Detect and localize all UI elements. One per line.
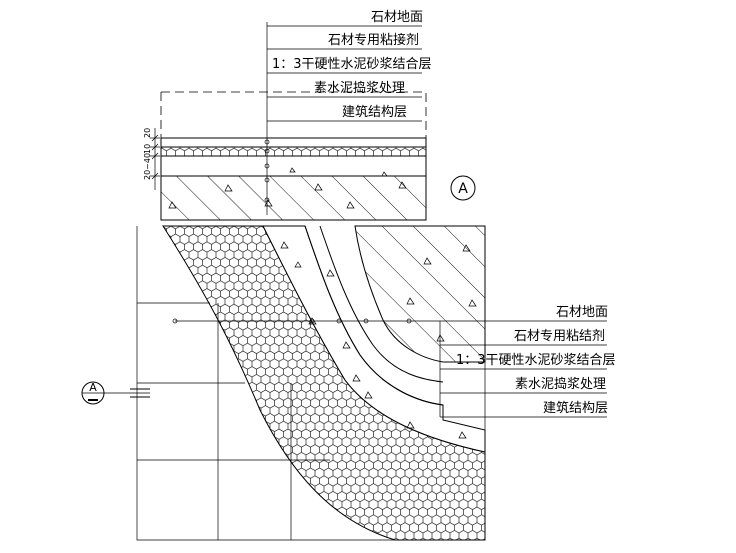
dimension-20: 20 [143, 128, 152, 138]
structure-hatched-region [354, 225, 486, 363]
enlarged-label-structure: 建筑结构层 [543, 400, 608, 416]
enlarged-label-mortar: 1：3干硬性水泥砂浆结合层 [456, 353, 616, 368]
top-floor-section: 20 10 20~40 石材地面 石材专用粘接剂 1：3干硬性水泥砂浆结合层 素… [143, 10, 476, 221]
enlarged-curved-section: 石材地面 石材专用粘结剂 1：3干硬性水泥砂浆结合层 素水泥捣浆处理 建筑结构层… [81, 225, 616, 541]
top-label-structure: 建筑结构层 [342, 104, 407, 120]
enlarged-label-adhesive: 石材专用粘结剂 [514, 329, 605, 344]
layer-boundary-2 [319, 225, 444, 383]
enlarged-leader-dots [172, 318, 412, 324]
layer-boundary-1 [304, 225, 444, 406]
dimension-20-40: 20~40 [143, 153, 152, 180]
top-label-stone-floor: 石材地面 [371, 10, 423, 25]
adhesive-layer [160, 146, 427, 157]
top-label-cement-slurry: 素水泥捣浆处理 [314, 80, 405, 96]
detail-tag-letter: A [458, 181, 468, 197]
enlarged-aggregate-marks [280, 241, 477, 439]
top-leader-dots [264, 139, 270, 203]
enlarged-callout-shelves [439, 320, 607, 418]
section-mark-letter: A [89, 381, 97, 394]
aggregate-marks [168, 167, 407, 209]
top-callout-shelves [267, 25, 422, 122]
section-mark-symbol [81, 381, 150, 405]
top-label-adhesive: 石材专用粘接剂 [328, 32, 419, 48]
enlarged-label-cement-slurry: 素水泥捣浆处理 [515, 376, 606, 392]
top-label-mortar: 1：3干硬性水泥砂浆结合层 [272, 57, 432, 72]
detail-tag-circle [450, 175, 476, 201]
structure-layer [160, 175, 427, 221]
enlarged-label-stone-floor: 石材地面 [556, 305, 608, 320]
stone-layer [160, 137, 427, 148]
mortar-bed-layer [160, 155, 427, 177]
dimension-10: 10 [143, 144, 152, 154]
dimension-chain [150, 128, 160, 190]
